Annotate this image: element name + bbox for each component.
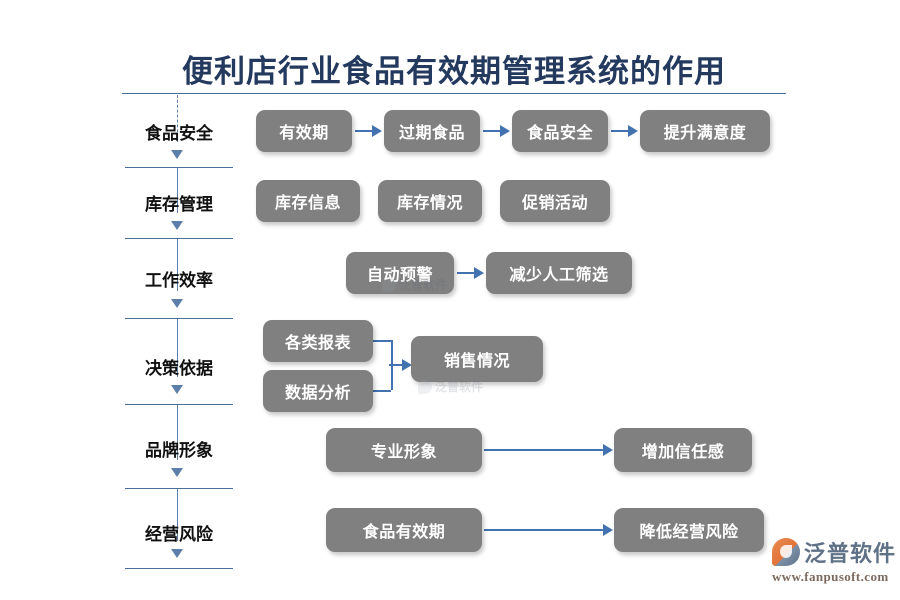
arrow-r4-merge [389,359,413,371]
spine-segment-4 [177,405,178,460]
category-label-efficiency: 工作效率 [145,270,213,291]
separator-row-6 [125,568,233,569]
node-inventory-info[interactable]: 库存信息 [256,180,360,222]
merge-stub-top [371,340,391,342]
node-inventory-status[interactable]: 库存情况 [378,180,482,222]
page-title: 便利店行业食品有效期管理系统的作用 [182,53,726,90]
node-various-reports[interactable]: 各类报表 [263,320,373,362]
arrow-r5-1 [484,444,614,456]
spine-arrow-1 [171,221,184,230]
node-professional-image[interactable]: 专业形象 [326,428,482,472]
spine-arrow-0 [171,150,184,159]
merge-stub-bottom [371,390,391,392]
title-underline [122,93,786,94]
node-food-validity[interactable]: 食品有效期 [326,508,482,552]
brand-url: www.fanpusoft.com [772,569,889,584]
node-expired-food[interactable]: 过期食品 [384,110,480,152]
node-reduce-operating-risk[interactable]: 降低经营风险 [614,508,764,552]
brand-name: 泛普软件 [804,542,897,567]
arrow-r1-3 [611,125,638,137]
spine-segment-5 [177,489,178,541]
node-reduce-manual-screening[interactable]: 减少人工筛选 [486,252,632,294]
spine-arrow-4 [171,468,184,477]
spine-segment-0 [177,95,178,142]
spine-arrow-5 [171,549,184,558]
spine-segment-2 [177,239,178,291]
spine-arrow-3 [171,385,184,394]
node-increase-trust[interactable]: 增加信任感 [614,428,752,472]
category-label-decision: 决策依据 [145,358,213,379]
node-validity-period[interactable]: 有效期 [256,110,352,152]
separator-row-1 [125,167,233,168]
arrow-r6-1 [484,524,614,536]
node-auto-alert[interactable]: 自动预警 [346,252,454,294]
arrow-r1-2 [483,125,510,137]
arrow-r1-1 [355,125,382,137]
node-raise-satisfaction[interactable]: 提升满意度 [640,110,770,152]
category-label-brand: 品牌形象 [145,440,213,461]
separator-row-5 [125,488,233,489]
spine-segment-3 [177,319,178,377]
category-label-inventory: 库存管理 [145,194,213,215]
fanpu-logo-icon [772,538,800,566]
arrow-r3-1 [457,267,484,279]
node-promotion-activity[interactable]: 促销活动 [500,180,610,222]
spine-segment-1 [177,168,178,213]
node-sales-status[interactable]: 销售情况 [411,336,543,382]
category-label-food-safety: 食品安全 [145,123,213,144]
spine-arrow-2 [171,299,184,308]
node-food-safety[interactable]: 食品安全 [512,110,608,152]
separator-row-4 [125,404,233,405]
brand-logo: 泛普软件 www.fanpusoft.com [772,536,896,592]
separator-row-2 [125,238,233,239]
node-data-analysis[interactable]: 数据分析 [263,370,373,412]
separator-row-3 [125,318,233,319]
category-label-risk: 经营风险 [145,524,213,545]
